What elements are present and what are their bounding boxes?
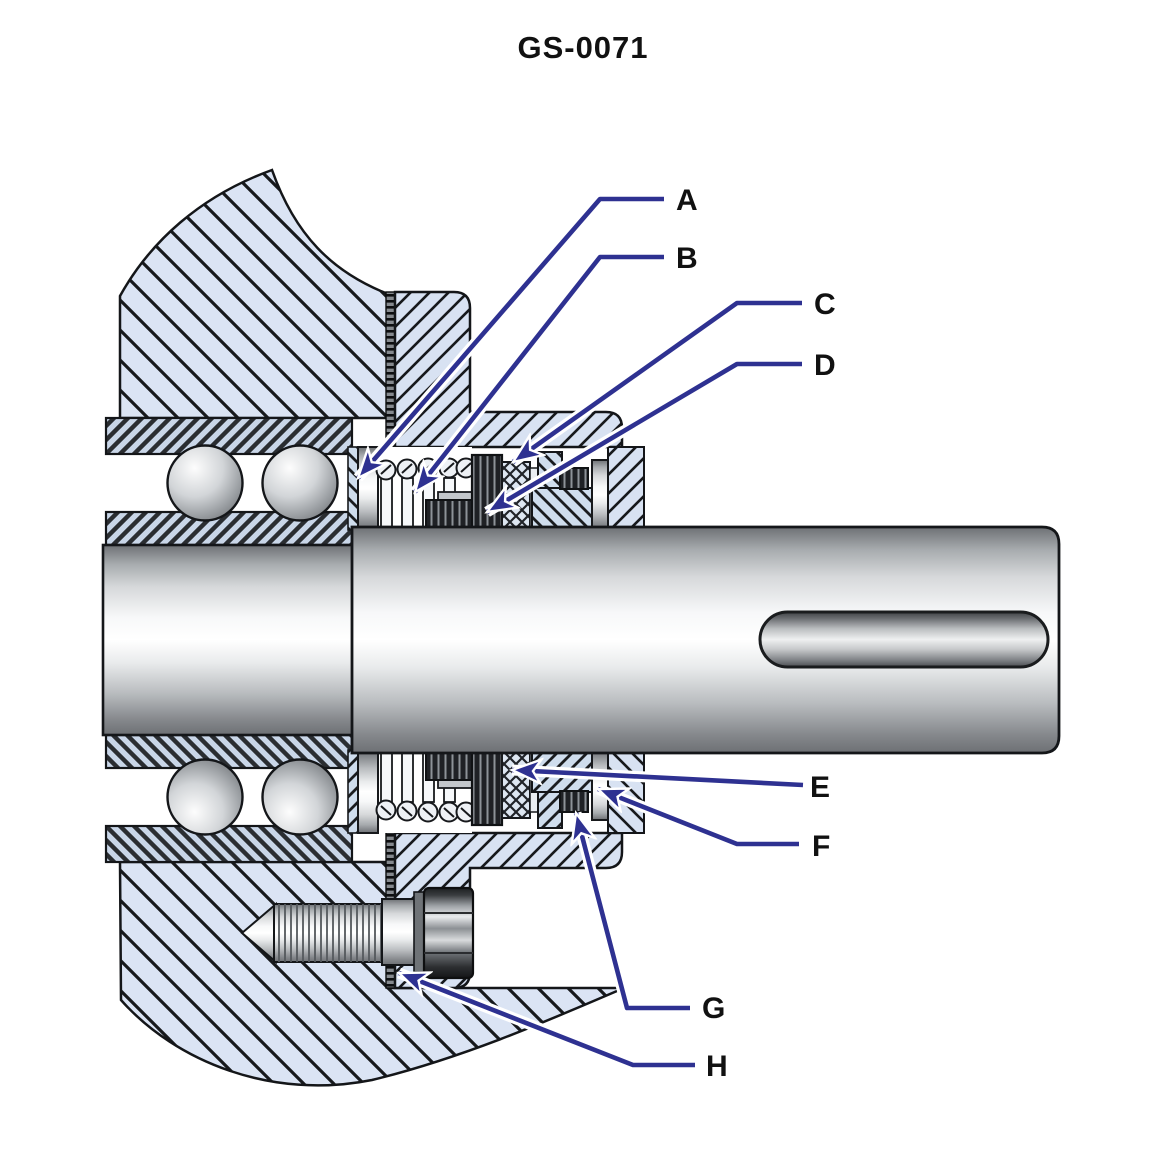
drive-collar-hatch (347, 446, 359, 531)
leader-line-b (415, 254, 664, 492)
shaft-keyway (758, 610, 1050, 669)
callout-label-d: D (814, 349, 836, 382)
shaft-bearing-section (101, 543, 355, 737)
leader-line-a (358, 196, 664, 478)
bearing-ball (166, 444, 244, 522)
leader-line-h (399, 970, 695, 1068)
callout-label-f: F (812, 830, 830, 863)
hex-bolt (240, 886, 475, 980)
mechanical-seal-upper (347, 446, 645, 532)
seat-oring (559, 467, 589, 490)
bearing-lower (104, 733, 354, 864)
primary-seal-face (470, 453, 504, 532)
leader-line-d (487, 361, 802, 514)
gland-inner-wall (607, 446, 645, 531)
flange-gasket-upper (385, 291, 396, 448)
bolt-threads (274, 904, 384, 962)
seal-retainer (425, 499, 473, 531)
shaft-main-section (350, 525, 1061, 755)
callout-label-h: H (706, 1050, 728, 1083)
hex-facet-lines (424, 912, 473, 954)
pump-housing-lower (118, 860, 625, 1087)
stationary-seat (531, 487, 593, 531)
seat-retainer-band (591, 459, 609, 531)
bearing-ball (166, 758, 244, 836)
bearing-ball (261, 758, 339, 836)
callout-label-b: B (676, 242, 698, 275)
figure-title: GS-0071 (517, 30, 648, 65)
bearing-upper (104, 416, 354, 547)
leader-line-f (598, 786, 799, 847)
bearing-ball (261, 444, 339, 522)
bolt-hex-head (422, 886, 475, 980)
callout-labels: A B C D E F G H (676, 184, 836, 1083)
bolt-plain-shank (381, 898, 417, 966)
pump-housing-upper (118, 168, 390, 420)
leader-lines (353, 195, 804, 1071)
leader-line-c (513, 300, 802, 464)
shaft (101, 525, 1061, 755)
callout-label-c: C (814, 288, 836, 321)
callout-label-a: A (676, 184, 698, 217)
leader-line-e (512, 770, 804, 788)
leader-line-g (576, 813, 690, 1011)
callout-label-g: G (702, 992, 725, 1025)
callout-label-e: E (810, 771, 830, 804)
